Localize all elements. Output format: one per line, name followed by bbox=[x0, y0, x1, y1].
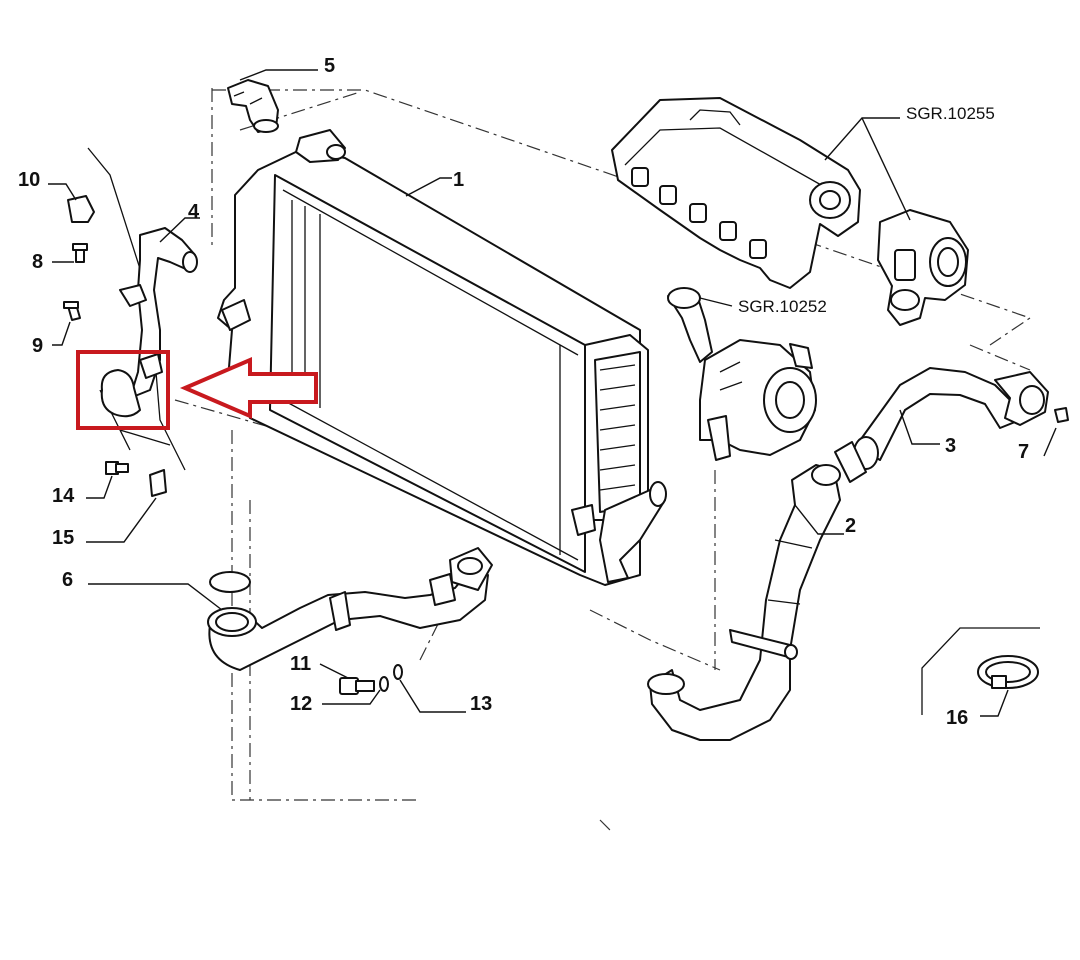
part-16-clamp bbox=[921, 627, 1040, 715]
callout-16: 16 bbox=[946, 707, 968, 729]
callout-10: 10 bbox=[18, 169, 40, 191]
part-5-elbow-hose bbox=[227, 79, 279, 133]
fasteners-11-13 bbox=[339, 664, 403, 695]
leader-lines bbox=[48, 69, 1057, 717]
highlight-callout bbox=[76, 350, 318, 430]
part-2-hose bbox=[647, 464, 841, 741]
callout-4: 4 bbox=[188, 201, 200, 223]
intercooler bbox=[217, 129, 667, 586]
highlight-arrow-icon bbox=[179, 356, 318, 420]
callout-11: 11 bbox=[290, 653, 311, 675]
part-6-hose bbox=[207, 547, 493, 671]
callout-labels: 1 2 3 4 5 6 7 8 9 10 11 12 13 14 15 16 S… bbox=[18, 55, 1029, 729]
part-3-hose bbox=[834, 367, 1069, 483]
callout-7: 7 bbox=[1018, 441, 1029, 463]
callout-3: 3 bbox=[945, 435, 956, 457]
callout-2: 2 bbox=[845, 515, 856, 537]
reference-sgr-10252: SGR.10252 bbox=[738, 297, 827, 316]
callout-14: 14 bbox=[52, 485, 75, 507]
throttle-body bbox=[877, 209, 969, 326]
callout-5: 5 bbox=[324, 55, 335, 77]
callout-8: 8 bbox=[32, 251, 43, 273]
breather-pipe-assembly bbox=[63, 147, 198, 497]
callout-9: 9 bbox=[32, 335, 43, 357]
callout-13: 13 bbox=[470, 693, 492, 715]
callout-15: 15 bbox=[52, 527, 74, 549]
highlight-box bbox=[76, 350, 170, 430]
intake-manifold bbox=[611, 97, 861, 289]
turbocharger bbox=[667, 287, 817, 461]
reference-sgr-10255: SGR.10255 bbox=[906, 104, 995, 123]
callout-6: 6 bbox=[62, 569, 73, 591]
callout-12: 12 bbox=[290, 693, 312, 715]
callout-1: 1 bbox=[453, 169, 464, 191]
